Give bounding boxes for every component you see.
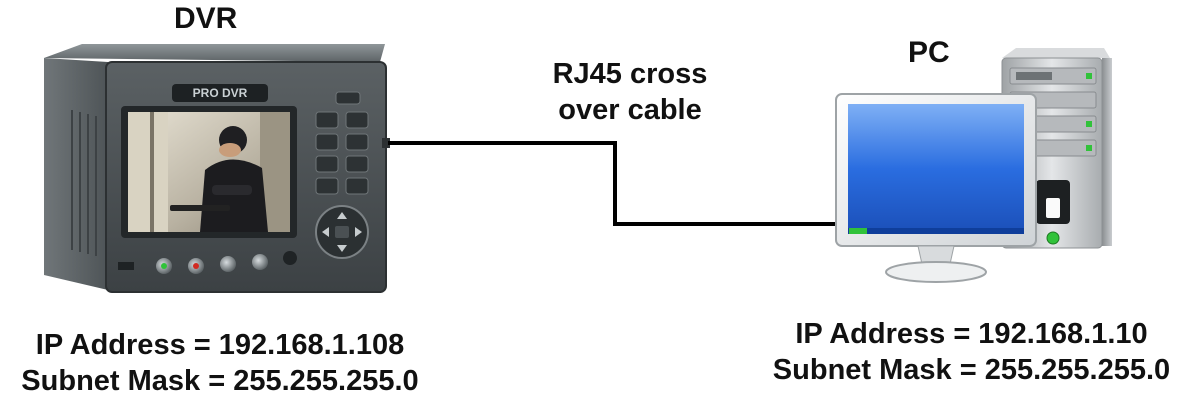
dvr-side-face [44, 58, 108, 290]
dvr-key[interactable] [316, 156, 338, 172]
pc-drive-label [1016, 72, 1052, 80]
dvr-logo: PRO DVR [193, 86, 248, 100]
dvr-key[interactable] [346, 156, 368, 172]
dvr-network-settings: IP Address = 192.168.1.108 Subnet Mask =… [0, 327, 440, 399]
dvr-key[interactable] [346, 134, 368, 150]
dvr-title: DVR [174, 2, 237, 36]
rj45-cable [388, 143, 852, 224]
dvr-hdd-button[interactable] [220, 256, 236, 272]
dvr-key[interactable] [316, 134, 338, 150]
pc-tower-side [1102, 58, 1112, 246]
dvr-key[interactable] [316, 178, 338, 194]
pc-ip-address: IP Address = 192.168.1.10 [740, 316, 1203, 352]
dvr-subnet-mask: Subnet Mask = 255.255.255.0 [0, 363, 440, 399]
pc-device [836, 48, 1112, 282]
cable-label: RJ45 cross over cable [530, 56, 730, 128]
pc-title: PC [908, 36, 950, 70]
dvr-exit-button[interactable] [336, 92, 360, 104]
pc-power-button[interactable] [1047, 232, 1059, 244]
dvr-status-led-icon [193, 263, 199, 269]
pc-monitor-screen [848, 104, 1024, 234]
cable-label-line1: RJ45 cross [530, 56, 730, 92]
dvr-usb-port [118, 262, 134, 270]
dvr-ir-sensor [283, 251, 297, 265]
pc-monitor [836, 94, 1036, 282]
pc-start-button[interactable] [849, 228, 867, 234]
dvr-device: PRO DVR [44, 44, 390, 292]
pc-network-settings: IP Address = 192.168.1.10 Subnet Mask = … [740, 316, 1203, 388]
pc-subnet-mask: Subnet Mask = 255.255.255.0 [740, 352, 1203, 388]
pc-monitor-stand [886, 262, 986, 282]
dvr-enter-button[interactable] [335, 226, 349, 238]
dvr-lan-button[interactable] [252, 254, 268, 270]
dvr-key[interactable] [316, 112, 338, 128]
dvr-ip-address: IP Address = 192.168.1.108 [0, 327, 440, 363]
dvr-key[interactable] [346, 112, 368, 128]
pc-power-slot [1046, 198, 1060, 218]
dvr-power-led-icon [161, 263, 167, 269]
pc-tower-top [1002, 48, 1110, 58]
dvr-top-face [44, 44, 385, 62]
pc-taskbar [848, 228, 1024, 234]
cable-label-line2: over cable [530, 92, 730, 128]
dvr-key[interactable] [346, 178, 368, 194]
